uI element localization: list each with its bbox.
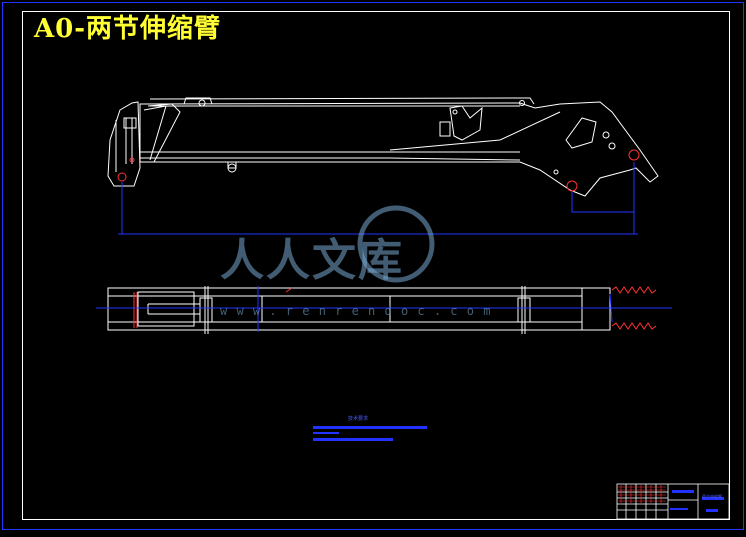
technical-notes-lines — [313, 426, 427, 441]
title-block-red-grid — [618, 485, 666, 503]
watermark-url-wrap: w w w . r e n r e n d o c . c o m — [220, 300, 491, 319]
side-view-pivot-marks — [117, 149, 640, 192]
watermark-url: w w w . r e n r e n d o c . c o m — [220, 304, 492, 318]
plan-view-centerline — [96, 286, 672, 332]
side-view-pins — [198, 99, 616, 175]
plan-view-boom — [107, 286, 611, 334]
outer-border — [2, 2, 744, 530]
drawing-title: A0-两节伸缩臂 — [34, 14, 222, 44]
side-view-dimensions — [118, 162, 638, 235]
title-block-blue-fields — [670, 490, 724, 512]
drawing-frame — [22, 11, 730, 520]
technical-notes-title: 技术要求 — [348, 416, 369, 422]
side-view-boom — [107, 97, 659, 197]
title-block — [616, 483, 730, 520]
plan-view-springs — [133, 286, 657, 330]
title-block-name: 两节伸缩臂 — [702, 494, 722, 499]
